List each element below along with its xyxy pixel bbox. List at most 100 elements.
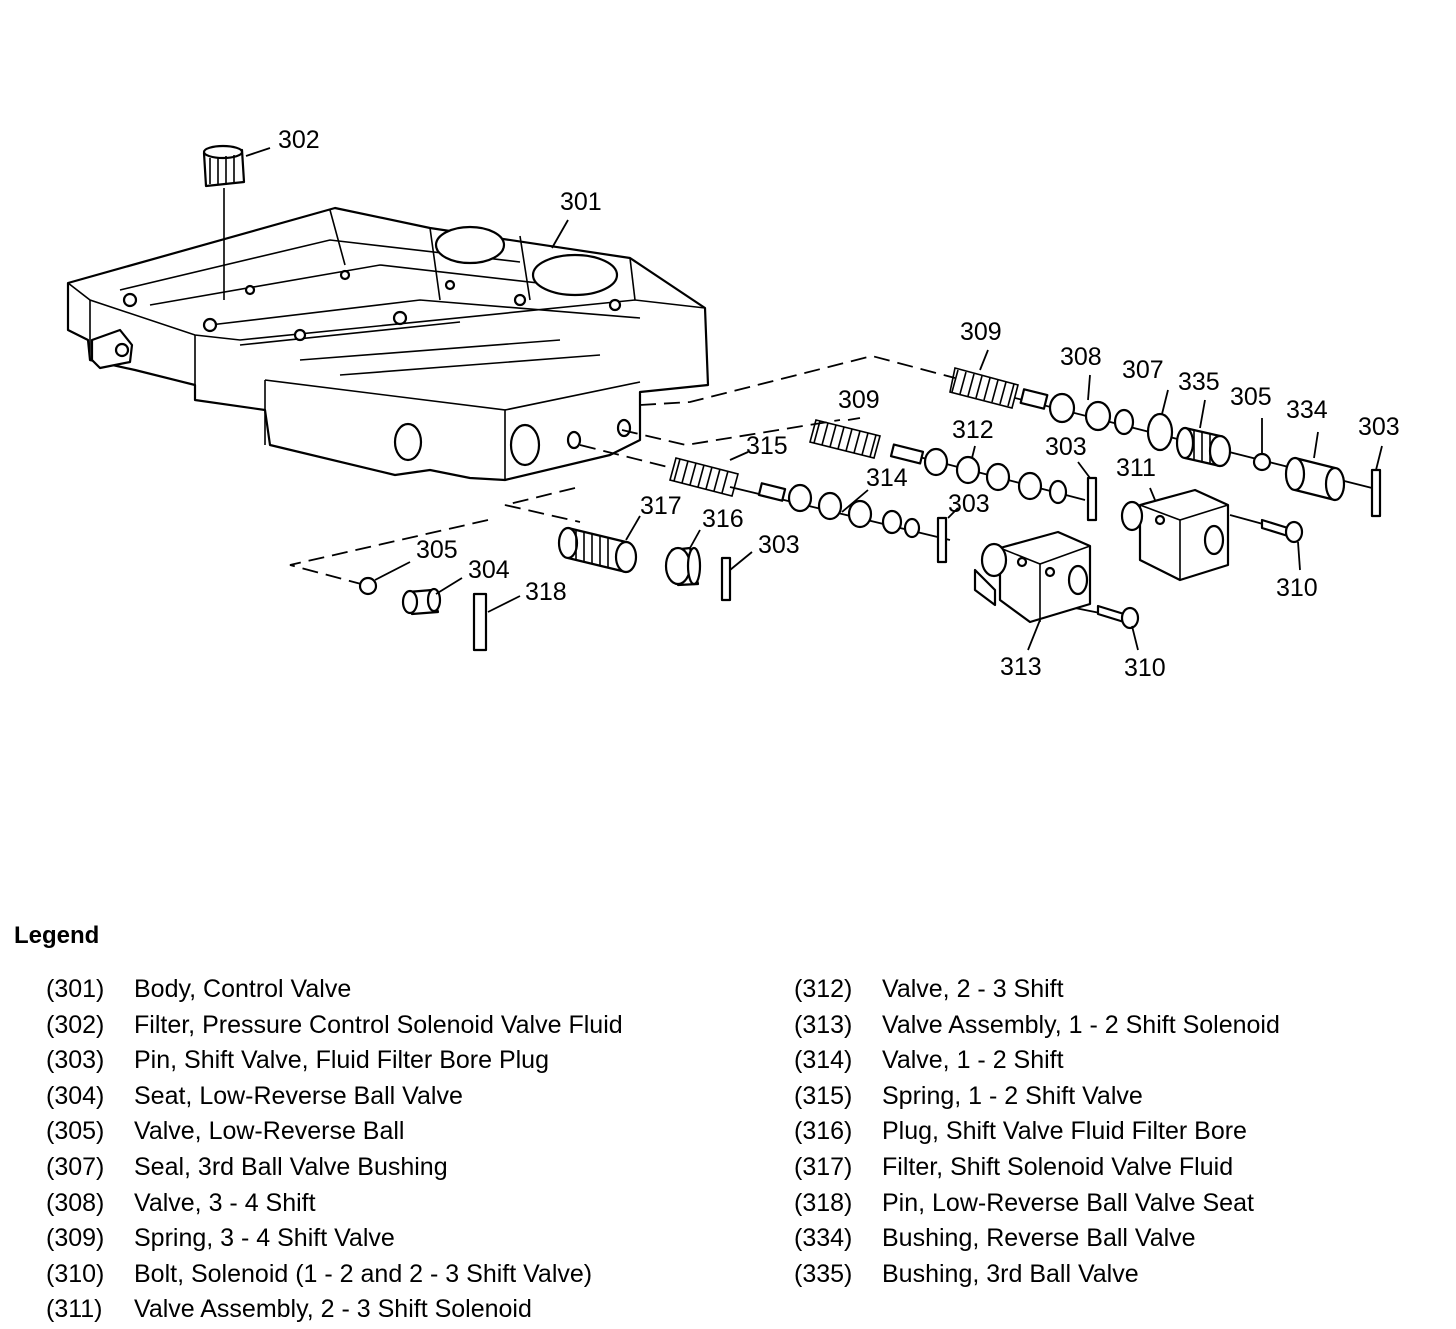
legend-item-description: Seal, 3rd Ball Valve Bushing — [134, 1152, 448, 1181]
callout-310-upper: 310 — [1276, 574, 1318, 602]
exploded-parts-diagram: 302 301 309 308 307 335 305 334 303 309 … — [66, 126, 1400, 682]
valve-2-3-shift — [889, 443, 1068, 505]
legend-item: (334) Bushing, Reverse Ball Valve — [794, 1222, 1280, 1258]
callout-315: 315 — [746, 432, 788, 460]
legend-item: (318)Pin, Low-Reverse Ball Valve Seat — [794, 1187, 1280, 1223]
legend-item: (307) Seal, 3rd Ball Valve Bushing — [46, 1151, 623, 1187]
legend-item-number: (310) — [46, 1259, 105, 1288]
legend-item-description: Pin, Shift Valve, Fluid Filter Bore Plug — [134, 1046, 549, 1075]
callout-314: 314 — [866, 464, 908, 492]
callout-303-lower: 303 — [948, 490, 990, 518]
solenoid-bolt-lower — [1096, 604, 1140, 630]
callout-310-lower: 310 — [1124, 654, 1166, 682]
legend-item: (308)Valve, 3 - 4 Shift — [46, 1187, 623, 1223]
callout-316: 316 — [702, 505, 744, 533]
pin-303-lower — [936, 516, 948, 564]
legend-item: (302)Filter, Pressure Control Solenoid V… — [46, 1009, 623, 1045]
legend-item: (312) Valve, 2 - 3 Shift — [794, 973, 1280, 1009]
legend-item-number: (302) — [46, 1010, 105, 1039]
legend-item: (304) Seat, Low-Reverse Ball Valve — [46, 1080, 623, 1116]
legend-item-description: Valve Assembly, 2 - 3 Shift Solenoid — [134, 1295, 532, 1324]
legend-item-description: Valve, 1 - 2 Shift — [882, 1046, 1064, 1075]
legend-item: (314)Valve, 1 - 2 Shift — [794, 1044, 1280, 1080]
callout-335: 335 — [1178, 368, 1220, 396]
legend-title: Legend — [14, 922, 100, 949]
legend-item: (309) Spring, 3 - 4 Shift Valve — [46, 1222, 623, 1258]
solenoid-bolt-upper — [1260, 518, 1304, 544]
legend-item-number: (334) — [794, 1224, 853, 1253]
callout-305-lower: 305 — [416, 536, 458, 564]
callout-318: 318 — [525, 578, 567, 606]
callout-334: 334 — [1286, 396, 1328, 424]
legend-item-number: (301) — [46, 975, 105, 1003]
callout-labels: 302 301 309 308 307 335 305 334 303 309 … — [278, 126, 1400, 682]
spring-3-4-shift-upper — [949, 367, 1019, 409]
legend-item-description: Valve, 2 - 3 Shift — [882, 975, 1064, 1003]
legend-item-number: (315) — [794, 1081, 853, 1110]
legend-item-description: Body, Control Valve — [134, 975, 352, 1003]
legend-item-description: Filter, Shift Solenoid Valve Fluid — [882, 1152, 1234, 1181]
legend-item: (313) Valve Assembly, 1 - 2 Shift Solenoi… — [794, 1009, 1280, 1045]
shift-valve-filter-plug — [664, 546, 702, 587]
callout-303-lower-left: 303 — [758, 531, 800, 559]
low-reverse-ball-upper — [1252, 452, 1272, 472]
legend-item-number: (335) — [794, 1259, 853, 1288]
legend-item-description: Valve, 3 - 4 Shift — [134, 1188, 316, 1217]
legend-item-number: (313) — [794, 1010, 853, 1039]
legend-item: (315)Spring, 1 - 2 Shift Valve — [794, 1080, 1280, 1116]
legend-item-number: (305) — [46, 1117, 105, 1146]
callout-305-upper: 305 — [1230, 383, 1272, 411]
pin-303-lower-left — [720, 556, 732, 602]
callout-309-middle: 309 — [838, 386, 880, 414]
legend-item-number: (303) — [46, 1046, 105, 1075]
legend-item-description: Valve Assembly, 1 - 2 Shift Solenoid — [882, 1010, 1280, 1039]
legend-item-number: (309) — [46, 1224, 105, 1253]
spring-3-4-shift-middle — [809, 419, 881, 459]
callout-308: 308 — [1060, 343, 1102, 371]
callout-303-right: 303 — [1358, 413, 1400, 441]
pressure-control-filter — [202, 144, 246, 300]
callout-301: 301 — [560, 188, 602, 216]
legend-item-description: Valve, Low-Reverse Ball — [134, 1117, 405, 1146]
callout-302: 302 — [278, 126, 320, 154]
legend-item: (311)Valve Assembly, 2 - 3 Shift Solenoi… — [46, 1293, 623, 1329]
legend-item-number: (312) — [794, 975, 853, 1003]
valve-1-2-shift — [757, 482, 921, 539]
legend-item-number: (316) — [794, 1117, 853, 1146]
legend-item-number: (307) — [46, 1152, 105, 1181]
callout-317: 317 — [640, 492, 682, 520]
solenoid-1-2-shift — [973, 530, 1092, 624]
valve-3-4-shift — [1019, 388, 1135, 436]
bushing-reverse-ball-valve — [1284, 456, 1346, 502]
legend-item-number: (317) — [794, 1152, 853, 1181]
legend-item-number: (304) — [46, 1081, 105, 1110]
callout-311: 311 — [1116, 454, 1156, 482]
legend-item: (301) Body, Control Valve — [46, 973, 623, 1009]
control-valve-body — [66, 206, 710, 482]
callout-309-upper: 309 — [960, 318, 1002, 346]
low-reverse-ball-seat — [401, 587, 442, 616]
low-reverse-ball-lower — [358, 576, 378, 596]
legend-item: (316) Plug, Shift Valve Fluid Filter Bore — [794, 1115, 1280, 1151]
bushing-3rd-ball-valve — [1175, 426, 1232, 468]
legend-item-description: Plug, Shift Valve Fluid Filter Bore — [882, 1117, 1247, 1146]
legend-item-description: Seat, Low-Reverse Ball Valve — [134, 1081, 463, 1110]
callout-307: 307 — [1122, 356, 1164, 384]
callout-303-middle: 303 — [1045, 433, 1087, 461]
pin-303-middle — [1086, 476, 1098, 522]
spring-1-2-shift — [669, 457, 739, 497]
low-reverse-seat-pin — [472, 592, 488, 652]
legend-item: (310) Bolt, Solenoid (1 - 2 and 2 - 3 Shi… — [46, 1258, 623, 1294]
legend-item: (303) Pin, Shift Valve, Fluid Filter Bore… — [46, 1044, 623, 1080]
legend-column-left: (301) Body, Control Valve (302)Filter, Pr… — [46, 973, 623, 1329]
callout-313: 313 — [1000, 653, 1042, 681]
shift-solenoid-filter — [557, 526, 638, 574]
legend-item: (335)Bushing, 3rd Ball Valve — [794, 1258, 1280, 1294]
legend-item-description: Bolt, Solenoid (1 - 2 and 2 - 3 Shift Va… — [134, 1259, 593, 1288]
solenoid-2-3-shift — [1120, 488, 1230, 582]
legend-item-description: Pin, Low-Reverse Ball Valve Seat — [882, 1188, 1254, 1217]
callout-304: 304 — [468, 556, 510, 584]
legend-item-description: Spring, 3 - 4 Shift Valve — [134, 1224, 395, 1253]
legend-item-description: Bushing, Reverse Ball Valve — [882, 1224, 1196, 1253]
legend-item: (317) Filter, Shift Solenoid Valve Fluid — [794, 1151, 1280, 1187]
